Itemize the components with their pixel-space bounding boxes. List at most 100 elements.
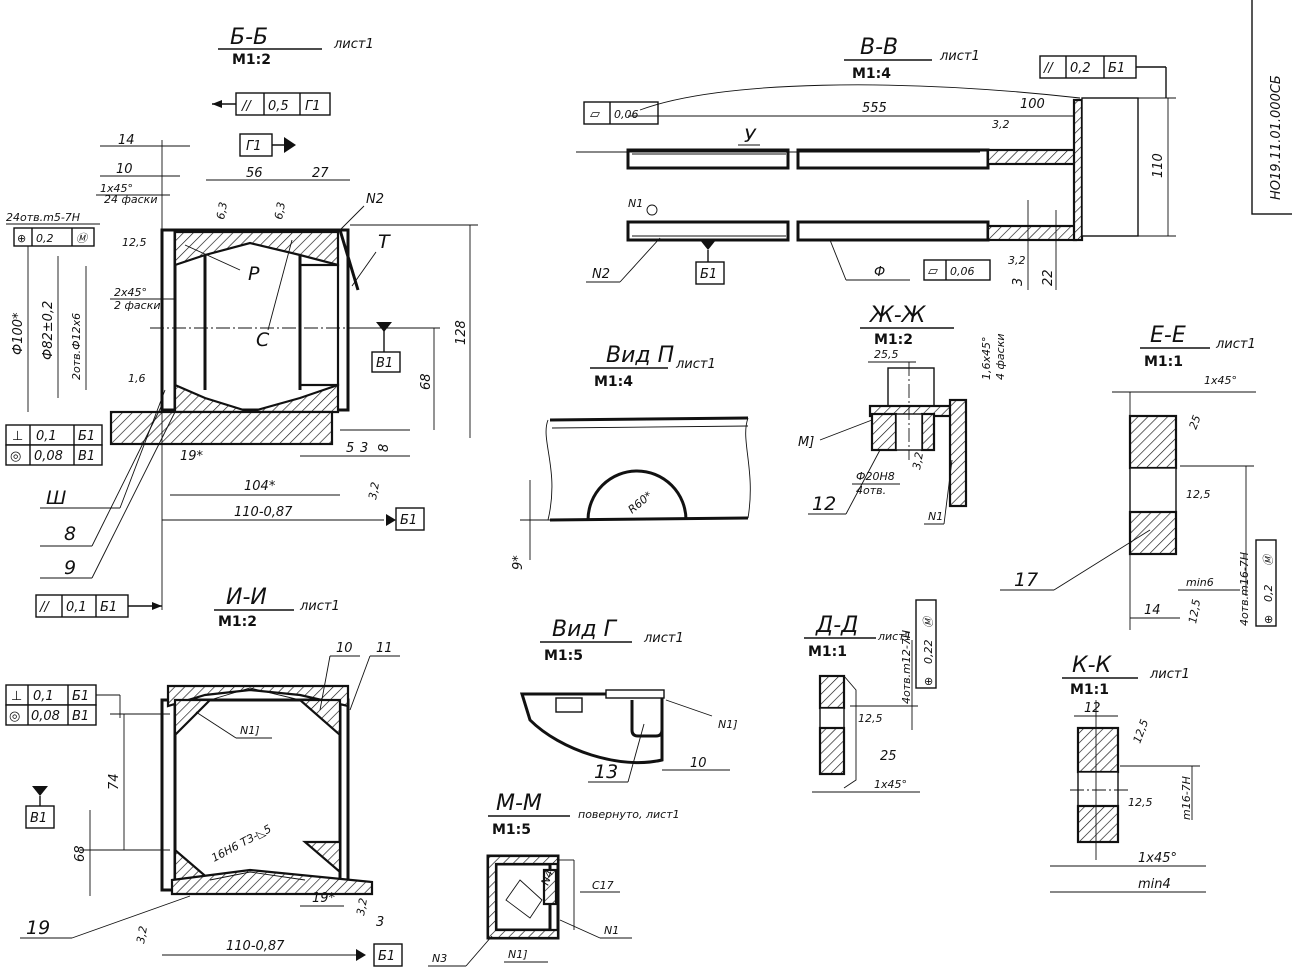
drawing-label: 68: [73, 845, 88, 862]
drawing-label: 3: [1011, 278, 1026, 286]
drawing-label: 5: [346, 441, 354, 456]
drawing-label: 12,5: [1186, 488, 1211, 501]
drawing-label: N1]: [718, 718, 738, 731]
tolerance-frame-flat1-vv: ▱ 0,06: [583, 101, 659, 125]
drawing-label: 0,22: [922, 640, 935, 665]
drawing-label: 110-0,87: [226, 939, 285, 954]
drawing-label: 4отв.m16-7H: [1238, 552, 1251, 626]
view-g: Вид Г М1:5 лист1 N1] 13 10: [519, 617, 738, 783]
drawing-label: 14: [118, 133, 135, 148]
drawing-label: N1: [604, 924, 619, 937]
drawing-label: 11: [376, 641, 393, 656]
section-mm-note: повернуто, лист1: [578, 808, 680, 821]
section-vv: В-В М1:4 лист1 // 0,2 Б1 ▱ 0,06 555 100 …: [576, 35, 1176, 290]
drawing-label: В1: [72, 709, 89, 724]
drawing-label: Ф20Н8: [856, 470, 895, 483]
datum-v1-ii: В1: [25, 786, 55, 829]
section-ii: И-И М1:2 лист1 ⊥ 0,1 Б1 ◎ 0,08 В1 В1: [5, 585, 403, 967]
section-ee-scale: М1:1: [1144, 354, 1183, 370]
drawing-label: Б1: [400, 513, 417, 528]
drawing-label: N1: [928, 510, 943, 523]
tolerance-frame-parallel-bb: // 0,5 Г1: [212, 92, 331, 116]
drawing-label: 1x45°: [1204, 374, 1237, 387]
drawing-label: min6: [1186, 576, 1214, 589]
drawing-label: Т: [378, 231, 391, 253]
drawing-label: 0,08: [34, 449, 63, 464]
section-mm: М-М М1:5 повернуто, лист1 C17 N4 N1 N1] …: [428, 791, 680, 967]
tolerance-frame-concentric-bb: ◎ 0,08 В1: [5, 444, 103, 466]
drawing-label: 3,2: [366, 481, 382, 500]
drawing-label: 3: [360, 441, 368, 456]
drawing-label: Ⓜ: [1262, 553, 1275, 566]
section-mm-title: М-М: [496, 791, 542, 816]
drawing-label: //: [39, 600, 50, 615]
section-vv-scale: М1:4: [852, 66, 891, 82]
drawing-label: 0,5: [268, 99, 289, 114]
drawing-label: 3,2: [354, 897, 370, 916]
section-kk-note: лист1: [1149, 667, 1190, 682]
drawing-label: 19*: [180, 449, 204, 464]
drawing-label: В1: [376, 356, 393, 371]
tolerance-frame-position-ee: ⊕ 0,2 Ⓜ: [1255, 539, 1277, 627]
drawing-label: 12,5: [858, 712, 883, 725]
drawing-label: 24 фаски: [104, 193, 157, 206]
section-kk-scale: М1:1: [1070, 682, 1109, 698]
drawing-label: 25: [880, 749, 897, 764]
drawing-label: N1]: [508, 948, 528, 961]
drawing-label: N1: [628, 197, 643, 210]
drawing-label: 0,2: [36, 232, 54, 245]
drawing-label: 25,5: [874, 348, 899, 361]
drawing-label: 0,1: [36, 429, 57, 444]
drawing-label: N4: [539, 868, 556, 887]
drawing-label: 128: [454, 320, 469, 345]
drawing-label: 0,08: [31, 709, 60, 724]
view-p: Вид П М1:4 лист1 R60* 9*: [511, 343, 751, 570]
drawing-label: 9: [64, 557, 76, 579]
section-ee-note: лист1: [1215, 337, 1256, 352]
drawing-label: 3: [376, 915, 384, 930]
drawing-label: 0,1: [66, 600, 87, 615]
drawing-label: Ф: [874, 265, 885, 280]
drawing-label: ◎: [9, 709, 20, 724]
drawing-label: Р: [248, 263, 260, 285]
drawing-label: 3,2: [134, 925, 150, 944]
drawing-label: Б1: [100, 600, 117, 615]
drawing-label: Б1: [700, 267, 717, 282]
drawing-label: 110-0,87: [234, 505, 293, 520]
section-dd: Д-Д М1:1 лист1 4отв.m12-7H ⊕ 0,22 Ⓜ 12,5…: [804, 599, 937, 793]
view-p-scale: М1:4: [594, 374, 633, 390]
drawing-label: ⊥: [11, 689, 22, 704]
drawing-label: Ш: [46, 487, 66, 509]
drawing-label: 12,5: [1186, 598, 1203, 624]
drawing-label: ⊕: [1262, 615, 1275, 624]
drawing-label: 74: [107, 773, 122, 790]
datum-b1-ii: Б1: [356, 943, 403, 967]
drawing-label: ⊥: [12, 429, 23, 444]
drawing-label: Ⓜ: [922, 615, 935, 628]
drawing-label: В1: [30, 811, 47, 826]
drawing-label: 104*: [244, 479, 276, 494]
drawing-label: 6,3: [214, 201, 230, 220]
drawing-label: Ф82±0,2: [41, 301, 56, 360]
drawing-label: 25: [1187, 413, 1204, 431]
section-mm-scale: М1:5: [492, 822, 531, 838]
drawing-label: ▱: [590, 107, 600, 122]
section-ee: Е-Е М1:1 лист1 1x45° 25 12,5 4отв.m16-7H…: [1000, 323, 1277, 630]
drawing-label: Ⓜ: [76, 232, 89, 245]
drawing-label: R60*: [626, 489, 656, 517]
drawing-label: У: [744, 125, 757, 147]
tolerance-frame-flat2-vv: ▱ 0,06: [923, 259, 991, 281]
tolerance-frame-concentric-ii: ◎ 0,08 В1: [5, 704, 97, 726]
drawing-label: N3: [432, 952, 447, 965]
section-zhzh: Ж-Ж М1:2 25,5 1,6x45° 4 фаски М] Ф20Н8 4…: [798, 303, 1007, 525]
drawing-label: min4: [1138, 877, 1171, 892]
drawing-label: 2 фаски: [114, 299, 160, 312]
drawing-label: 1,6x45°: [980, 336, 993, 380]
section-bb-scale: М1:2: [232, 52, 271, 68]
datum-v1-bb: В1: [371, 322, 401, 373]
drawing-label: 10: [690, 756, 707, 771]
drawing-label: m16-7H: [1180, 776, 1193, 820]
drawing-label: 6,3: [272, 201, 288, 220]
tolerance-frame-position-bb: ⊕ 0,2 Ⓜ: [13, 227, 95, 247]
drawing-label: 12,5: [1128, 796, 1153, 809]
